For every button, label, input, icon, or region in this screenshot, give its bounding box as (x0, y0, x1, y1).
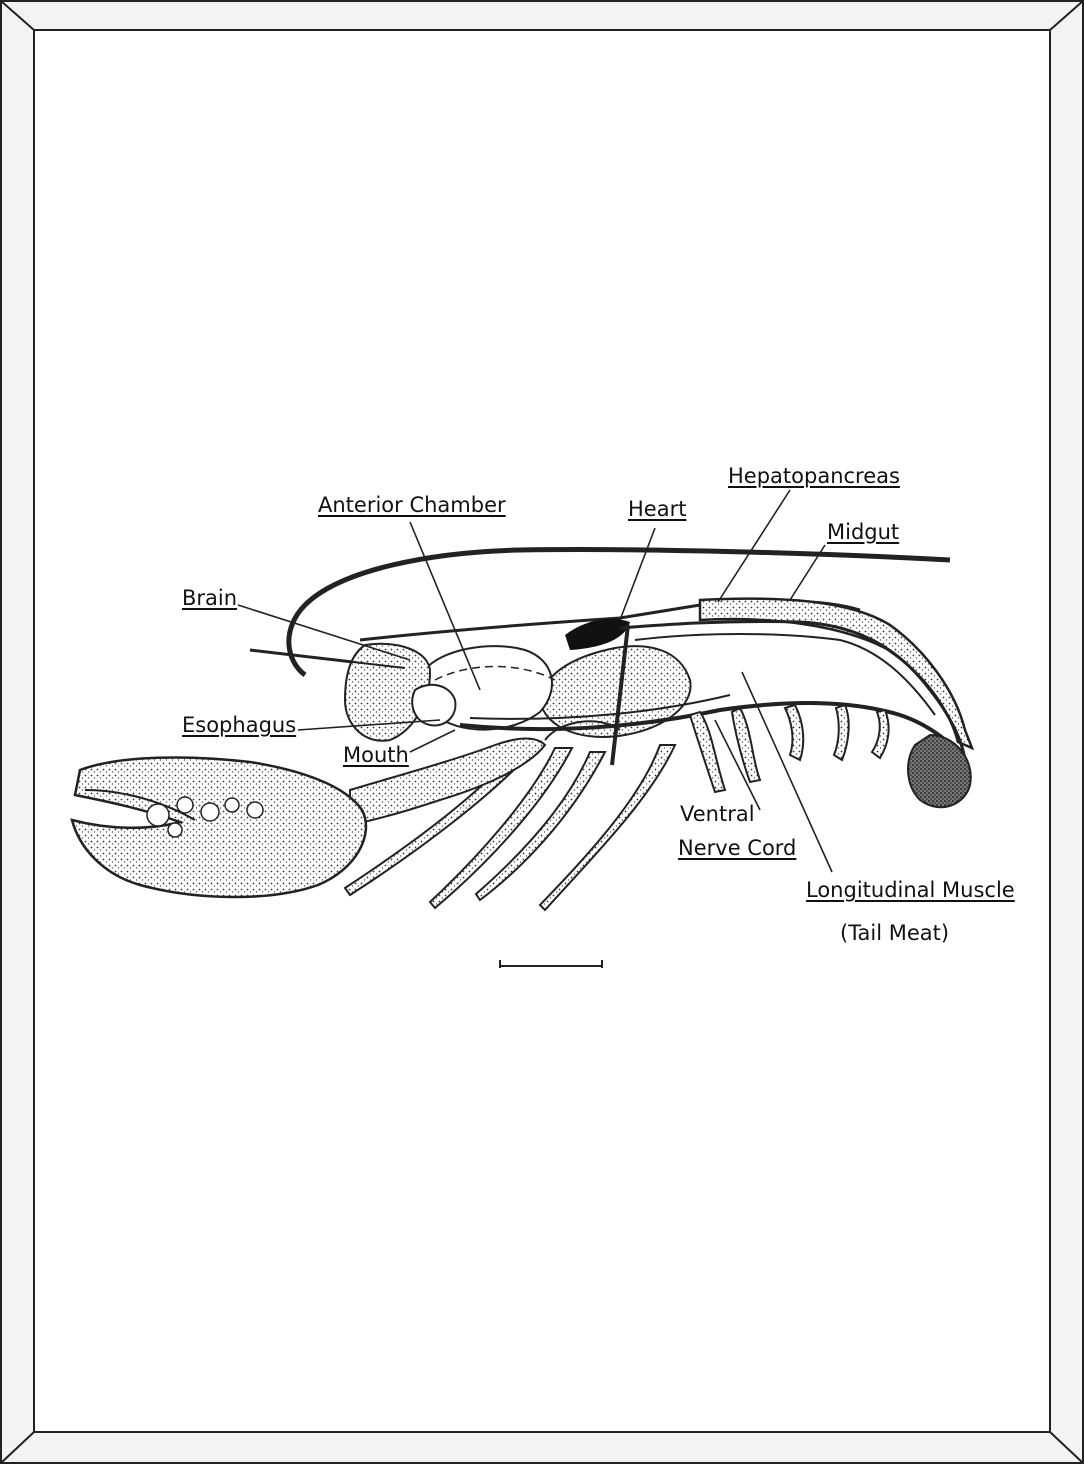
label-midgut: Midgut (827, 520, 899, 544)
label-esophagus: Esophagus (182, 713, 296, 737)
label-nerve-cord: Nerve Cord (678, 836, 796, 860)
label-longitudinal-muscle: Longitudinal Muscle (806, 878, 1015, 902)
label-mouth: Mouth (343, 743, 409, 767)
label-anterior-chamber: Anterior Chamber (318, 493, 506, 517)
claw (72, 757, 366, 897)
label-tail-meat: (Tail Meat) (840, 921, 949, 945)
scale-bar (500, 960, 602, 968)
label-hepatopancreas: Hepatopancreas (728, 464, 900, 488)
label-heart: Heart (628, 497, 686, 521)
label-brain: Brain (182, 586, 237, 610)
heart-shape (565, 619, 630, 650)
label-ventral: Ventral (680, 802, 755, 826)
